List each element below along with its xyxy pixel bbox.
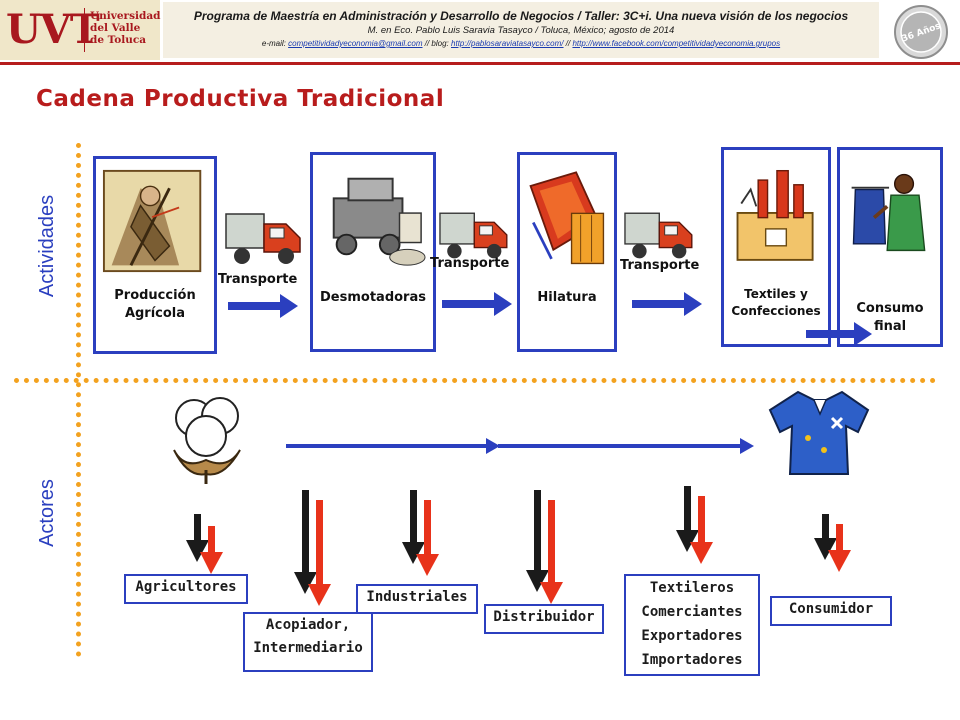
truck-icon [224, 206, 310, 268]
farmer-icon [102, 167, 208, 275]
header-text: Programa de Maestría en Administración y… [163, 2, 879, 58]
horizontal-divider [14, 378, 936, 383]
contact-line: e-mail: competitividadyeconomia@gmail.co… [163, 39, 879, 48]
logo-name-line: Universidad [90, 10, 161, 22]
actor-label: Importadores [641, 652, 743, 668]
truck-icon [622, 206, 702, 262]
activity-flow-arrows [228, 292, 872, 346]
activity-label: Textiles y Confecciones [724, 286, 828, 320]
actor-label: Comerciantes [641, 604, 743, 620]
actor-flow-arrow [286, 438, 754, 454]
actor-label: Consumidor [788, 601, 874, 617]
email-link[interactable]: competitividadyeconomia@gmail.com [288, 39, 423, 48]
down-arrow-pair-acopiador [294, 490, 331, 606]
transport-label: Transporte [218, 272, 298, 287]
transport-label: Transporte [620, 258, 700, 273]
activity-label-line: Consumo [856, 301, 924, 316]
actor-box-acopiador: Acopiador, Intermediario [243, 612, 373, 672]
logo-separator [84, 8, 85, 52]
activity-box-gin: Desmotadoras [310, 152, 436, 352]
arrow-right-icon [632, 292, 702, 316]
author-line: M. en Eco. Pablo Luis Saravia Tasayco / … [367, 25, 675, 36]
gin-machine-icon [319, 163, 427, 271]
activity-label: Producción Agrícola [96, 287, 214, 323]
activity-box-textiles: Textiles y Confecciones [721, 147, 831, 347]
activity-label-line: final [873, 319, 907, 334]
activity-label-line: Confecciones [731, 304, 821, 318]
actor-box-textileros: Textileros Comerciantes Exportadores Imp… [624, 574, 760, 676]
actor-box-industriales: Industriales [356, 584, 478, 614]
down-arrow-pair-consumidor [814, 514, 851, 572]
activity-box-production: Producción Agrícola [93, 156, 217, 354]
program-title: Programa de Maestría en Administración y… [193, 9, 849, 23]
blog-prefix: // blog: [424, 39, 449, 48]
actor-box-distribuidor: Distribuidor [484, 604, 604, 634]
activity-label: Hilatura [537, 290, 597, 305]
shirt-icon [768, 388, 872, 478]
actor-box-agricultores: Agricultores [124, 574, 248, 604]
arrow-right-icon [442, 292, 512, 316]
actor-label: Intermediario [253, 640, 363, 656]
activity-label-line: Producción [114, 288, 196, 303]
email-prefix: e-mail: [261, 39, 286, 48]
activity-label: Consumo final [840, 300, 940, 336]
shopper-icon [846, 158, 934, 266]
logo-name-line: del Valle [90, 22, 141, 34]
facebook-link[interactable]: http://www.facebook.com/competitividadye… [572, 39, 781, 48]
activity-label-line: Textiles y [744, 287, 808, 301]
down-arrow-pair-textileros [676, 486, 713, 564]
actor-label: Distribuidor [493, 609, 595, 625]
arrow-right-icon [806, 322, 872, 346]
activity-box-spinning: Hilatura [517, 152, 617, 352]
anniversary-seal-icon: 36 Años [893, 4, 949, 60]
header: UVT Universidad del Valle de Toluca Prog… [0, 0, 960, 62]
university-logo: UVT Universidad del Valle de Toluca [0, 0, 160, 60]
actor-label: Industriales [366, 589, 468, 605]
down-arrow-pair-distribuidor [526, 490, 563, 604]
page-title: Cadena Productiva Tradicional [36, 86, 445, 112]
down-arrow-pair-industriales [402, 490, 439, 576]
down-arrow-pair-agricultores [186, 514, 223, 574]
logo-name: Universidad del Valle de Toluca [90, 10, 160, 46]
blog-link[interactable]: http://pablosaraviatasayco.com/ [451, 39, 564, 48]
actor-label: Agricultores [135, 579, 237, 595]
arrow-right-icon [228, 294, 298, 318]
activity-label-line: Agrícola [124, 306, 186, 321]
spinning-fabric-icon [526, 163, 608, 271]
cotton-boll-icon [164, 390, 250, 486]
logo-name-line: de Toluca [90, 34, 147, 46]
truck-icon [437, 206, 517, 262]
factory-icon [730, 158, 822, 266]
link-separator: // [565, 39, 571, 48]
activity-label: Desmotadoras [320, 290, 426, 305]
header-rule [0, 62, 960, 65]
vertical-divider [76, 143, 81, 657]
down-arrows [186, 486, 851, 606]
actor-box-consumidor: Consumidor [770, 596, 892, 626]
actor-label: Acopiador, [265, 617, 351, 633]
activity-box-consumption: Consumo final [837, 147, 943, 347]
actor-label: Textileros [649, 580, 735, 596]
actor-label: Exportadores [641, 628, 743, 644]
transport-label: Transporte [430, 256, 510, 271]
